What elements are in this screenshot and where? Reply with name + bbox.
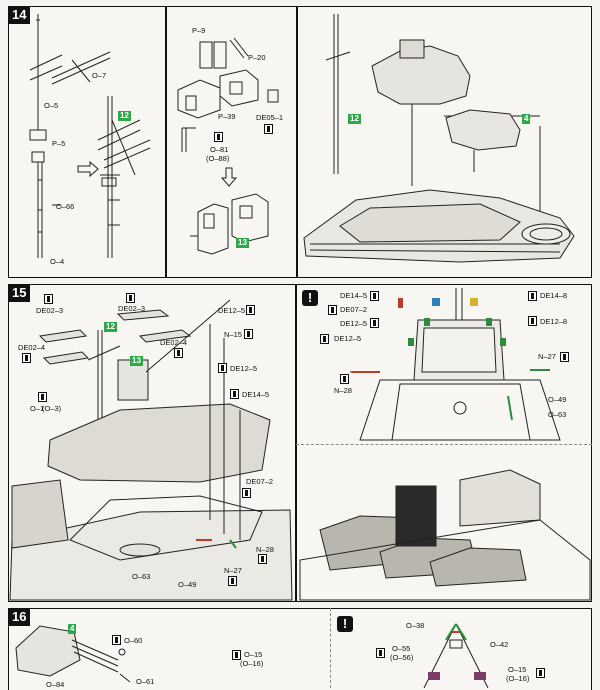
part-badge-12-b: 12 [348,114,361,124]
label-n27-a: N–27 [224,566,242,575]
step-15-badge: 15 [8,284,31,302]
label-o3: (O–3) [42,404,62,413]
quantity-icon [528,291,537,301]
label-de07-2-b: DE07–2 [340,305,368,314]
label-o15-b: O–15 [508,665,527,674]
step-15-divider [295,284,297,602]
quantity-icon [370,318,379,328]
label-o61: O–61 [136,677,155,686]
quantity-icon [370,291,379,301]
label-o15-a: O–15 [244,650,263,659]
arrow-right-icon [77,160,99,178]
warning-icon: ! [337,616,353,632]
quantity-icon [174,348,183,358]
quantity-icon [218,363,227,373]
quantity-icon [376,648,385,658]
label-o16-b: (O–16) [506,674,530,683]
label-de02-4-b: DE02–4 [18,343,46,352]
part-badge-12-c: 12 [104,322,117,332]
label-o16-a: (O–16) [240,659,264,668]
step-16-badge: 16 [8,608,31,626]
quantity-icon [126,293,135,303]
quantity-icon [38,392,47,402]
part-badge-13-b: 13 [130,356,143,366]
label-o5: O–5 [44,101,59,110]
label-o49-b: O–49 [548,395,567,404]
label-n27-b: N–27 [538,352,556,361]
label-p5: P–5 [52,139,66,148]
quantity-icon [560,352,569,362]
quantity-icon [244,329,253,339]
step-15-dashed-divider [296,444,592,445]
quantity-icon [228,576,237,586]
label-o38: O–38 [406,621,425,630]
part-badge-12: 12 [118,111,131,121]
quantity-icon [246,305,255,315]
part-badge-4-b: 4 [68,624,77,634]
quantity-icon [230,389,239,399]
step-16-dashed-divider [330,608,331,688]
label-n28-a: N–28 [256,545,274,554]
label-n28-b: N–28 [334,386,352,395]
quantity-icon [214,132,223,142]
label-de14-8: DE14–8 [540,291,568,300]
label-de02-4-a: DE02–4 [160,338,188,347]
label-n15: N–15 [224,330,242,339]
quantity-icon [340,374,349,384]
quantity-icon [264,124,273,134]
label-o84: O–84 [46,680,65,689]
label-o55: O–55 [392,644,411,653]
label-p39: P–39 [218,112,236,121]
label-de12-5-c: DE12–5 [340,319,368,328]
label-de12-5-b: DE12–5 [230,364,258,373]
label-de02-3-b: DE02–3 [118,304,146,313]
step-16-panel [8,608,592,690]
label-o56: (O–56) [390,653,414,662]
label-o4: O–4 [50,257,65,266]
quantity-icon [258,554,267,564]
quantity-icon [320,334,329,344]
quantity-icon [242,488,251,498]
label-o88: (O–88) [206,154,230,163]
quantity-icon [232,650,241,660]
quantity-icon [22,353,31,363]
label-o66: O–66 [56,202,75,211]
label-o63-b: O–63 [548,410,567,419]
label-de14-5-a: DE14–5 [242,390,270,399]
label-o81: O–81 [210,145,229,154]
label-p20: P–20 [248,53,266,62]
label-de12-5-d: DE12–5 [334,334,362,343]
label-o63-a: O–63 [132,572,151,581]
label-o7: O–7 [92,71,107,80]
label-p9: P–9 [192,26,206,35]
label-de12-8: DE12–8 [540,317,568,326]
label-o42: O–42 [490,640,509,649]
step-14-badge: 14 [8,6,31,24]
step-14-divider-2 [296,6,298,278]
label-de14-5-b: DE14–5 [340,291,368,300]
warning-icon: ! [302,290,318,306]
label-de07-2-a: DE07–2 [246,477,274,486]
label-o49-a: O–49 [178,580,197,589]
label-o60: O–60 [124,636,143,645]
quantity-icon [112,635,121,645]
step-14-divider-1 [165,6,167,278]
label-de12-5-a: DE12–5 [218,306,246,315]
part-badge-4: 4 [522,114,531,124]
quantity-icon [536,668,545,678]
part-badge-13: 13 [236,238,249,248]
label-de05-1: DE05–1 [256,113,284,122]
label-o1: O–1 [30,404,45,413]
quantity-icon [528,316,537,326]
quantity-icon [44,294,53,304]
quantity-icon [328,305,337,315]
label-de02-3-a: DE02–3 [36,306,64,315]
arrow-down-icon [220,167,238,187]
